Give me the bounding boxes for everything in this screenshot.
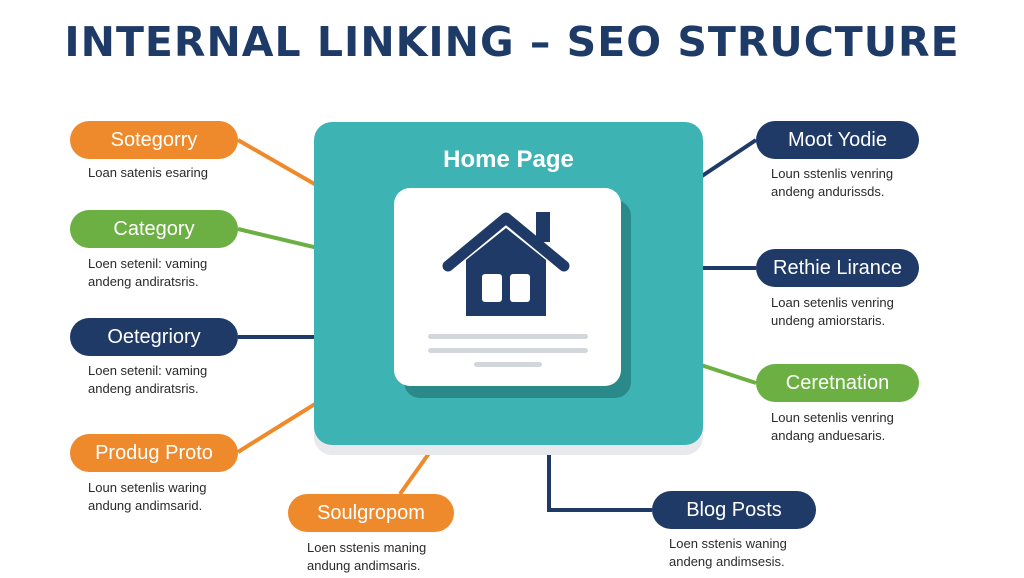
- content-line: [428, 334, 588, 339]
- home-page-card: [394, 188, 621, 386]
- node-ceretnation: Ceretnation: [756, 364, 919, 402]
- node-sotegorry: Sotegorry: [70, 121, 238, 159]
- content-line: [428, 348, 588, 353]
- node-label: Sotegorry: [110, 128, 198, 151]
- node-label: Oetegriory: [107, 325, 201, 348]
- node-label: Category: [113, 217, 195, 240]
- node-label: Blog Posts: [686, 498, 782, 521]
- home-page-hub: Home Page: [314, 122, 703, 445]
- node-description: Loen sstenis maning andung andimsaris.: [307, 540, 427, 573]
- node-category: Category: [70, 210, 238, 248]
- node-description: Loen setenil: vaming andeng andiratsris.: [88, 363, 208, 396]
- node-rethie-lirance: Rethie Lirance: [756, 249, 919, 287]
- node-label: Moot Yodie: [788, 128, 887, 151]
- page-title: INTERNAL LINKING – SEO STRUCTURE: [64, 18, 960, 66]
- node-description: Loan satenis esaring: [88, 165, 208, 180]
- node-label: Produg Proto: [95, 441, 213, 464]
- node-label: Soulgropom: [317, 501, 425, 524]
- node-description: Loun setenlis waring andung andimsarid.: [88, 480, 207, 513]
- node-moot-yodie: Moot Yodie: [756, 121, 919, 159]
- house-icon: [442, 212, 570, 316]
- node-description: Loun setenlis venring andang anduesaris.: [771, 410, 894, 443]
- content-line: [474, 362, 542, 367]
- node-description: Loun sstenlis venring andeng andurissds.: [771, 166, 894, 199]
- node-blog-posts: Blog Posts: [652, 491, 816, 529]
- node-description: Loen sstenis waning andeng andimsesis.: [669, 536, 787, 569]
- node-description: Loan setenlis venring undeng amiorstaris…: [771, 295, 894, 328]
- node-label: Ceretnation: [785, 371, 890, 394]
- hub-title: Home Page: [443, 146, 574, 173]
- node-oetegriory: Oetegriory: [70, 318, 238, 356]
- node-soulgropom: Soulgropom: [288, 494, 454, 532]
- node-description: Loen setenil: vaming andeng andiratsris.: [88, 256, 208, 289]
- node-label: Rethie Lirance: [773, 256, 902, 279]
- node-produg-proto: Produg Proto: [70, 434, 238, 472]
